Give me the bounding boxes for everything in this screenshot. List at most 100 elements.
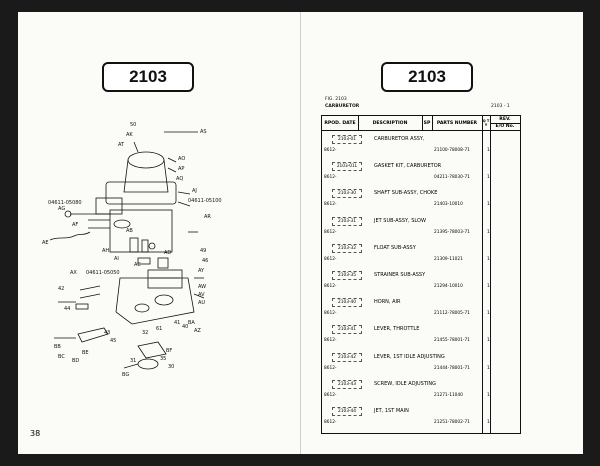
svg-text:32: 32 bbox=[142, 330, 148, 336]
quantity: 1 bbox=[487, 256, 490, 262]
parts-table: RPOD. DATE DESCRIPTION SP PARTS NUMBER Q… bbox=[321, 115, 521, 434]
prod-date: 8612- bbox=[324, 202, 337, 208]
part-code: 2103-40 bbox=[332, 298, 362, 308]
prod-date: 8612- bbox=[324, 148, 337, 153]
svg-text:AC: AC bbox=[134, 262, 141, 268]
part-description: SCREW, IDLE ADJUSTING bbox=[374, 380, 437, 387]
svg-text:43: 43 bbox=[104, 330, 110, 336]
svg-text:40: 40 bbox=[182, 324, 188, 330]
svg-text:AP: AP bbox=[178, 166, 184, 172]
svg-text:50: 50 bbox=[130, 122, 136, 128]
part-code: 2103-01L bbox=[332, 162, 362, 172]
svg-text:AR: AR bbox=[204, 214, 211, 220]
svg-text:35: 35 bbox=[160, 356, 166, 362]
air-horn-part bbox=[127, 151, 165, 169]
part-description: FLOAT SUB-ASSY bbox=[374, 244, 416, 251]
figure-number-box: 2103 bbox=[102, 62, 194, 92]
svg-text:AF: AF bbox=[72, 222, 78, 228]
part-description: STRAINER SUB-ASSY bbox=[374, 272, 426, 278]
col-qty: Q T Y bbox=[482, 119, 490, 127]
svg-text:AK: AK bbox=[126, 132, 133, 138]
svg-text:AJ: AJ bbox=[192, 188, 197, 194]
quantity: 1 bbox=[487, 311, 490, 317]
part-code: 2103-32 bbox=[332, 243, 362, 253]
part-number: 21100-78008-71 bbox=[434, 148, 470, 153]
part-code: 2103-01 bbox=[332, 135, 362, 144]
svg-text:AO: AO bbox=[178, 156, 185, 162]
part-number: 21395-78003-71 bbox=[434, 229, 470, 235]
svg-text:49: 49 bbox=[200, 248, 206, 254]
svg-text:61: 61 bbox=[156, 326, 162, 332]
svg-text:04611-05050: 04611-05050 bbox=[86, 270, 120, 276]
col-prod-date: RPOD. DATE bbox=[324, 120, 356, 126]
col-description: DESCRIPTION bbox=[372, 120, 408, 126]
col-sp: SP bbox=[423, 120, 431, 126]
part-description: JET SUB-ASSY, SLOW bbox=[374, 217, 426, 224]
svg-text:BE: BE bbox=[82, 350, 89, 356]
sheet-number: 2103 - 1 bbox=[491, 104, 510, 109]
throttle-body-part bbox=[115, 277, 195, 325]
quantity: 1 bbox=[487, 392, 490, 398]
left-page: 2103 bbox=[18, 12, 300, 454]
quantity: 1 bbox=[487, 202, 490, 208]
svg-text:AS: AS bbox=[200, 129, 207, 135]
fig-title: CARBURETOR bbox=[325, 104, 360, 109]
svg-text:AX: AX bbox=[70, 270, 77, 276]
part-code: 2103-43 bbox=[332, 379, 362, 389]
part-number: 04211-78030-71 bbox=[434, 175, 470, 181]
quantity: 1 bbox=[487, 338, 490, 344]
throttle-lever-part bbox=[137, 358, 159, 370]
prod-date: 8612- bbox=[324, 420, 337, 425]
figure-number-box: 2103 bbox=[381, 62, 473, 92]
svg-text:BG: BG bbox=[122, 372, 129, 378]
svg-text:BC: BC bbox=[58, 354, 65, 360]
svg-text:AW: AW bbox=[198, 284, 206, 290]
quantity: 1 bbox=[487, 365, 490, 371]
table-row: 2103-31 8612- JET SUB-ASSY, SLOW 21395-7800… bbox=[322, 215, 520, 241]
svg-text:04611-05080: 04611-05080 bbox=[48, 200, 82, 206]
prod-date: 8612- bbox=[324, 284, 337, 289]
svg-text:BB: BB bbox=[54, 344, 61, 350]
part-description: LEVER, THROTTLE bbox=[374, 326, 420, 333]
svg-text:AV: AV bbox=[198, 292, 205, 298]
part-code: 2103-41 bbox=[332, 325, 362, 335]
svg-text:31: 31 bbox=[130, 358, 136, 364]
svg-text:AI: AI bbox=[114, 256, 119, 262]
part-number: 21309-11021 bbox=[434, 256, 463, 262]
page-number: 38 bbox=[30, 429, 41, 438]
svg-text:BA: BA bbox=[188, 320, 195, 326]
part-description: JET, 1ST MAIN bbox=[374, 408, 409, 414]
col-part-number: PARTS NUMBER bbox=[436, 120, 478, 126]
part-number: 21455-78001-71 bbox=[434, 338, 470, 344]
svg-text:AG: AG bbox=[58, 206, 65, 212]
part-number: 21294-10010 bbox=[434, 284, 463, 289]
col-rev: REV. bbox=[499, 117, 511, 122]
part-code: 2103-35 bbox=[332, 271, 362, 280]
main-body-part bbox=[109, 209, 173, 253]
svg-text:42: 42 bbox=[58, 286, 64, 292]
prod-date: 8612- bbox=[324, 256, 337, 262]
svg-text:46: 46 bbox=[202, 258, 208, 264]
part-description: LEVER, 1ST IDLE ADJUSTING bbox=[374, 353, 445, 360]
svg-text:AT: AT bbox=[118, 142, 125, 148]
part-code: 2103-31 bbox=[332, 216, 362, 226]
svg-text:AH: AH bbox=[102, 248, 109, 254]
svg-text:AZ: AZ bbox=[194, 328, 201, 334]
prod-date: 8612- bbox=[324, 229, 337, 235]
svg-text:04611-05100: 04611-05100 bbox=[188, 198, 222, 204]
top-cover-part bbox=[105, 181, 177, 205]
prod-date: 8612- bbox=[324, 392, 337, 398]
part-number: 21251-78002-71 bbox=[434, 420, 470, 425]
svg-text:41: 41 bbox=[174, 320, 180, 326]
svg-text:45: 45 bbox=[110, 338, 116, 344]
float-bowl-part bbox=[147, 269, 183, 289]
table-row: 2103-32 8612- FLOAT SUB-ASSY 21309-11021 1 bbox=[322, 242, 520, 268]
right-page: 2103 FIG. 2103 CARBURETOR 2103 - 1 RPOD.… bbox=[300, 12, 583, 454]
part-description: SHAFT SUB-ASSY, CHOKE bbox=[374, 190, 438, 197]
svg-text:AB: AB bbox=[126, 228, 133, 234]
